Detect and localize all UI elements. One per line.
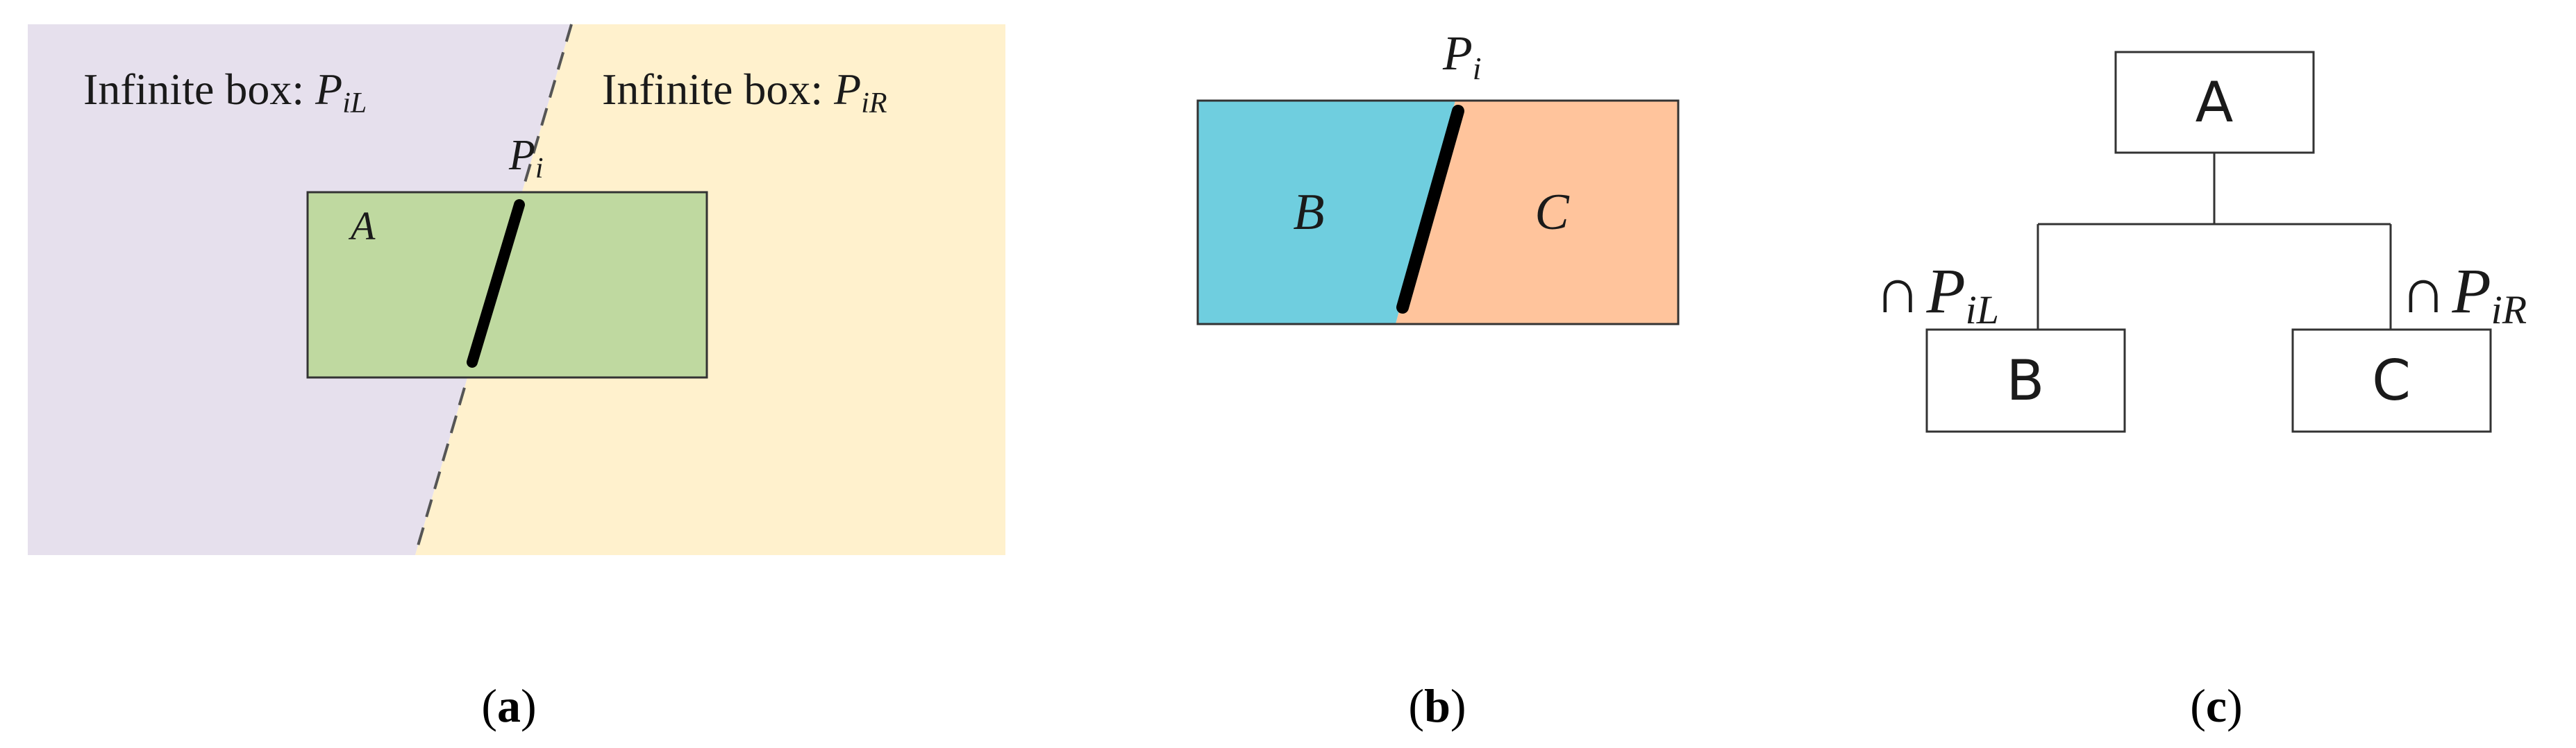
- tree-node-c: [2291, 328, 2492, 433]
- tree-node-a-label: A: [2196, 70, 2234, 135]
- left-edge-label: ∩PiL: [1875, 255, 1999, 332]
- box-a: [306, 191, 708, 379]
- caption-b: (b): [1408, 679, 1466, 732]
- part-b-label: B: [1293, 184, 1324, 241]
- tree-node-b: [1925, 328, 2126, 433]
- left-half-space: [28, 24, 571, 555]
- left-infinite-box-label: Infinite box: PiL: [83, 65, 367, 119]
- caption-c: (c): [2190, 679, 2243, 732]
- part-c-label: C: [1534, 184, 1570, 241]
- panel-c: A B C ∩PiL ∩PiR (c): [1875, 51, 2527, 732]
- right-infinite-box-label: Infinite box: PiR: [602, 65, 887, 119]
- polygon-segment: [467, 199, 525, 368]
- tree-node-c-label: C: [2372, 348, 2411, 413]
- part-b: [1198, 101, 1455, 324]
- box-a-label: A: [348, 203, 376, 248]
- box-outline-b: [1196, 99, 1680, 325]
- plane-label-a: Pi: [508, 132, 544, 185]
- panel-a: Infinite box: PiL Infinite box: PiR Pi A…: [28, 24, 1005, 732]
- plane-label-b: Pi: [1442, 27, 1482, 86]
- part-c: [1396, 101, 1678, 324]
- split-segment: [1396, 105, 1464, 314]
- tree-node-b-label: B: [2007, 348, 2045, 413]
- caption-a: (a): [481, 679, 536, 732]
- tree-node-a: [2114, 51, 2315, 154]
- panel-b: Pi B C (b): [1196, 27, 1680, 732]
- right-half-space: [415, 24, 1005, 555]
- right-edge-label: ∩PiR: [2400, 255, 2527, 332]
